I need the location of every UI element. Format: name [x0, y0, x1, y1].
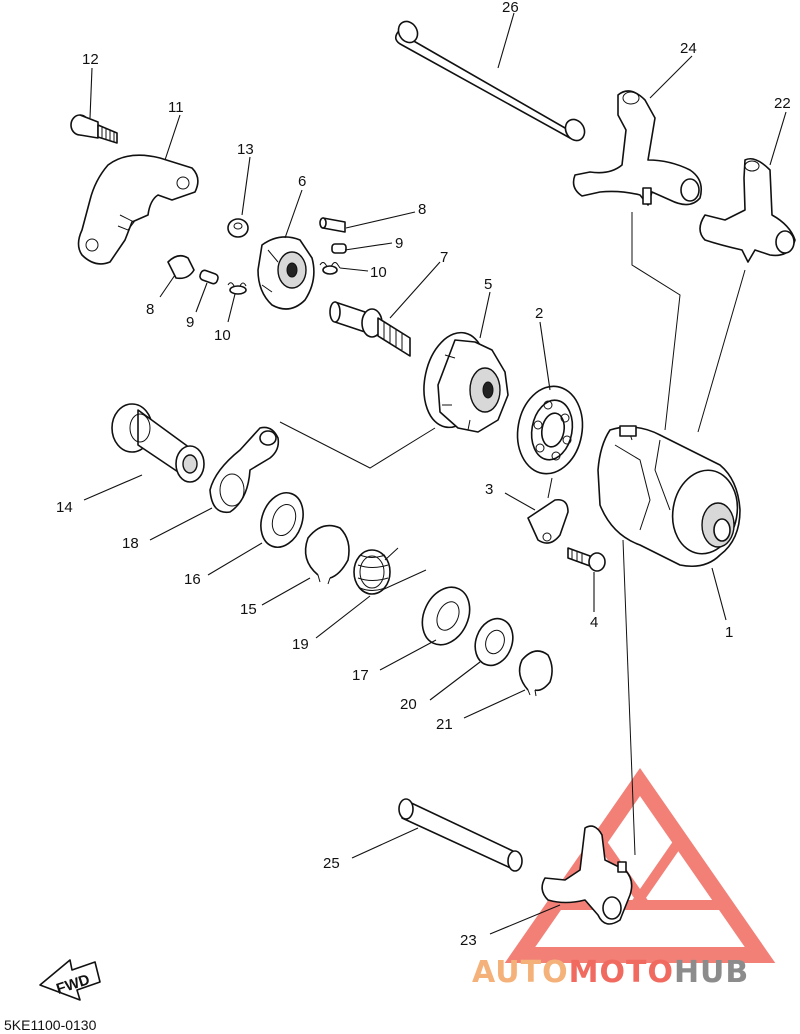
callout-5: 5 — [484, 276, 492, 293]
part-4-bolt — [567, 547, 606, 572]
callout-9-right: 9 — [395, 235, 403, 252]
callout-22: 22 — [774, 95, 791, 112]
part-11-stopper-plate — [77, 154, 199, 265]
forward-direction-arrow: FWD — [39, 959, 101, 1001]
callout-1: 1 — [725, 624, 733, 641]
callout-26: 26 — [502, 0, 519, 16]
logo-word-moto: MOTO — [569, 955, 674, 990]
part-20-washer — [474, 617, 514, 667]
automotohub-watermark-logo — [504, 767, 776, 963]
callout-13: 13 — [237, 141, 254, 158]
callout-16: 16 — [184, 571, 201, 588]
callout-24: 24 — [680, 40, 697, 57]
callout-17: 17 — [352, 667, 369, 684]
part-18-shift-lever — [209, 426, 280, 514]
callout-labels: 1 2 3 4 5 6 7 8 8 9 9 10 10 11 12 13 14 … — [56, 0, 791, 949]
callout-3: 3 — [485, 481, 493, 498]
part-7-special-bolt — [329, 301, 411, 357]
callout-10-left: 10 — [214, 327, 231, 344]
logo-word-hub: HUB — [674, 955, 749, 990]
part-9-pin-right — [331, 243, 347, 254]
part-2-bearing — [516, 385, 584, 475]
callout-11: 11 — [168, 99, 184, 116]
logo-word-auto: AUTO — [472, 955, 569, 990]
part-8-pin-right — [319, 217, 346, 233]
part-1-shift-drum — [597, 425, 741, 568]
callout-23: 23 — [460, 932, 477, 949]
part-17-washer — [421, 586, 471, 646]
part-26-shift-fork-guide-bar-upper — [394, 20, 586, 142]
part-21-circlip — [518, 650, 553, 697]
callout-10-right: 10 — [370, 264, 387, 281]
callout-21: 21 — [436, 716, 453, 733]
part-13-collar — [227, 218, 249, 238]
svg-text:AUTOMOTOHUB: AUTOMOTOHUB — [472, 955, 749, 990]
callout-15: 15 — [240, 601, 257, 618]
callout-4: 4 — [590, 614, 598, 631]
callout-leader-lines — [83, 12, 787, 935]
assembly-leader-lines — [279, 212, 746, 856]
part-5-shift-cam-segment — [423, 331, 509, 433]
part-19-torsion-spring — [353, 547, 427, 595]
part-10-spring-right — [319, 262, 341, 275]
part-9-pin-left — [199, 269, 219, 285]
automotohub-logo-text: AUTOMOTOHUB — [472, 955, 749, 990]
callout-8-right: 8 — [418, 201, 426, 218]
part-10-spring-left — [227, 282, 247, 295]
part-6-segment — [257, 236, 315, 310]
callout-18: 18 — [122, 535, 139, 552]
callout-12: 12 — [82, 51, 99, 68]
part-12-bolt — [70, 114, 118, 144]
part-8-pin-left — [167, 254, 195, 280]
callout-9-left: 9 — [186, 314, 194, 331]
callout-7: 7 — [440, 249, 448, 266]
part-14-shift-shaft-collar — [111, 403, 205, 483]
part-15-circlip — [304, 524, 350, 585]
callout-20: 20 — [400, 696, 417, 713]
part-3-stopper-lever-plate — [527, 498, 569, 544]
diagram-reference-code: 5KE1100-0130 — [4, 1017, 97, 1033]
callout-25: 25 — [323, 855, 340, 872]
callout-19: 19 — [292, 636, 309, 653]
part-25-shift-fork-guide-bar-lower — [398, 798, 523, 872]
callout-14: 14 — [56, 499, 73, 516]
part-24-shift-fork — [572, 90, 703, 206]
callout-6: 6 — [298, 173, 306, 190]
callout-8-left: 8 — [146, 301, 154, 318]
part-22-shift-fork — [699, 157, 796, 263]
part-16-washer — [260, 492, 304, 548]
callout-2: 2 — [535, 305, 543, 322]
part-23-shift-fork — [541, 825, 633, 925]
